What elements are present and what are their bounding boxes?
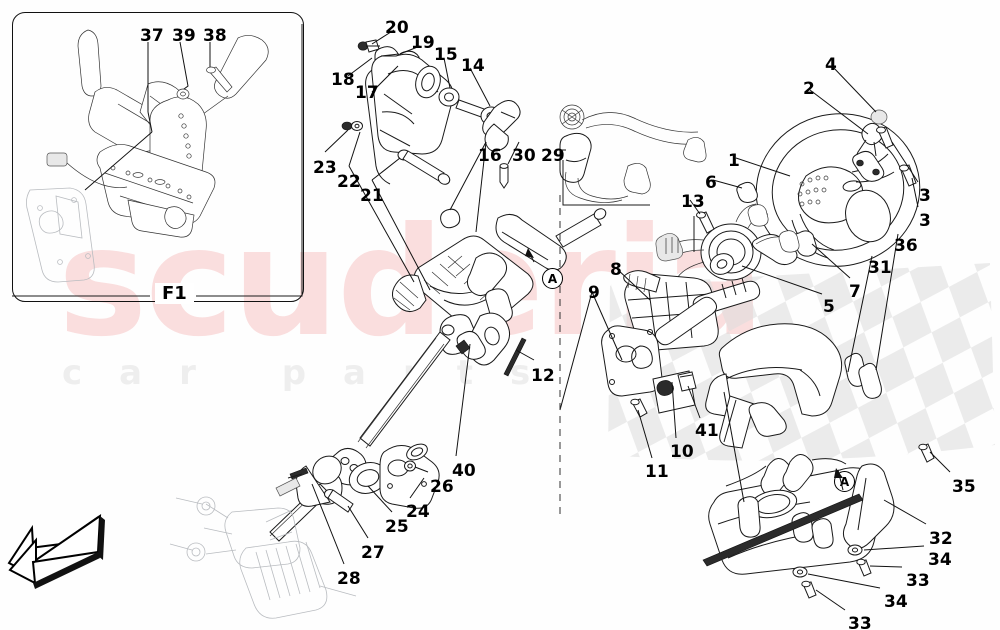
callout-number-20: 20	[385, 18, 409, 38]
callout-number-19: 19	[411, 33, 435, 53]
callout-number-27: 27	[361, 543, 385, 563]
callout-number-26: 26	[430, 477, 454, 497]
callout-number-3a: 3	[919, 186, 931, 206]
callout-number-24: 24	[406, 502, 430, 522]
callout-number-35: 35	[952, 477, 976, 497]
callout-number-38: 38	[203, 26, 227, 46]
callout-number-3b: 3	[919, 211, 931, 231]
leader-lines	[311, 29, 951, 611]
callout-number-32: 32	[929, 529, 953, 549]
callout-number-8: 8	[610, 260, 622, 280]
callout-number-22: 22	[337, 172, 361, 192]
callout-number-17: 17	[355, 83, 379, 103]
callout-number-31: 31	[868, 258, 892, 278]
steering-wheel-group	[755, 109, 921, 267]
callout-number-12: 12	[531, 366, 555, 386]
callout-number-34b: 34	[884, 592, 908, 612]
inset-panel-f1	[12, 12, 304, 302]
callout-number-15: 15	[434, 45, 458, 65]
callout-number-33b: 33	[848, 614, 872, 630]
callout-number-7: 7	[849, 282, 861, 302]
upper-column-bracket-group	[341, 39, 707, 229]
callout-number-28: 28	[337, 569, 361, 589]
callout-number-25: 25	[385, 517, 409, 537]
callout-number-29: 29	[541, 146, 565, 166]
callout-number-33a: 33	[906, 571, 930, 591]
callout-number-18: 18	[331, 70, 355, 90]
callout-number-4: 4	[825, 55, 837, 75]
callout-number-11: 11	[645, 462, 669, 482]
callout-number-37: 37	[140, 26, 164, 46]
inset-label-f1: F1	[155, 283, 194, 304]
callout-number-30: 30	[512, 146, 536, 166]
callout-number-21: 21	[360, 186, 384, 206]
callout-number-1: 1	[728, 151, 740, 171]
direction-arrow	[7, 514, 105, 589]
callout-number-9: 9	[588, 283, 600, 303]
callout-number-40: 40	[452, 461, 476, 481]
callout-number-10: 10	[670, 442, 694, 462]
steering-column-assembly	[269, 208, 607, 542]
reference-marker-a-2: A	[834, 471, 855, 492]
callout-number-23: 23	[313, 158, 337, 178]
inset-paddle-assembly	[26, 29, 269, 283]
reference-marker-a-1: A	[542, 268, 563, 289]
watermark-car-parts: car parts	[62, 353, 568, 393]
callout-number-14: 14	[461, 56, 485, 76]
callout-number-5: 5	[823, 297, 835, 317]
clockspring-stalk-group	[601, 181, 817, 418]
callout-number-36: 36	[894, 236, 918, 256]
callout-number-34a: 34	[928, 550, 952, 570]
callout-number-16: 16	[478, 146, 502, 166]
callout-number-2: 2	[803, 79, 815, 99]
callout-number-41: 41	[695, 421, 719, 441]
column-cowl-group	[702, 323, 935, 599]
callout-number-13: 13	[681, 192, 705, 212]
callout-number-39: 39	[172, 26, 196, 46]
callout-number-6: 6	[705, 173, 717, 193]
